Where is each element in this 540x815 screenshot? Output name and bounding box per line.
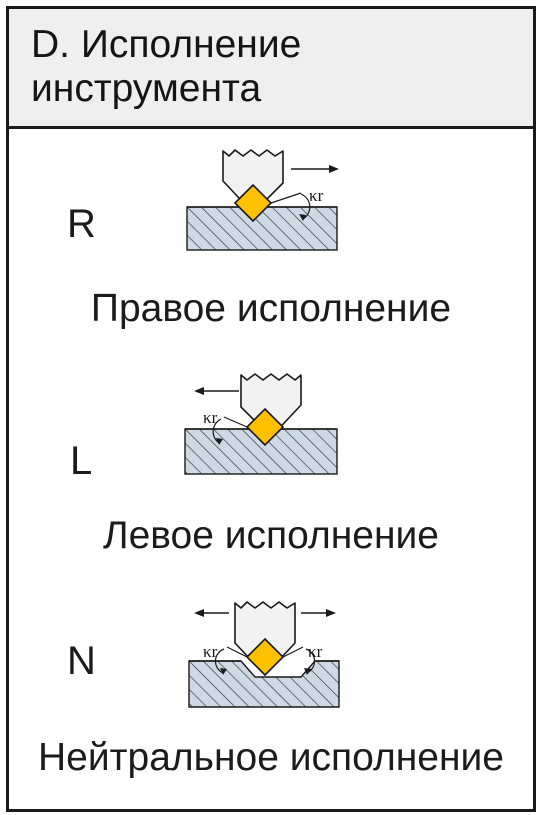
variant-caption-n: Нейтральное исполнение [38, 736, 504, 779]
angle-label-l: κr [203, 408, 218, 427]
feed-arrow-right-icon [291, 165, 339, 173]
feed-arrow-right-icon [301, 609, 336, 617]
neutral-tool-diagram: κr κr [188, 601, 340, 708]
angle-label-n-left: κr [203, 642, 218, 661]
variant-code-n: N [67, 639, 96, 683]
panel-title: D. Исполнение инструмента [31, 23, 302, 110]
variant-code-l: L [70, 439, 93, 483]
variant-caption-l: Левое исполнение [102, 514, 439, 557]
panel-header: D. Исполнение инструмента [9, 9, 533, 129]
right-hand-tool-diagram: κr [186, 149, 339, 251]
feed-arrow-left-icon [194, 387, 239, 395]
left-hand-tool-diagram: κr [184, 373, 338, 475]
insert-diamond [245, 637, 285, 677]
insert-diamond [245, 407, 285, 447]
variant-caption-r: Правое исполнение [90, 287, 452, 330]
angle-label-r: κr [309, 186, 324, 205]
workpiece [186, 206, 338, 251]
angle-label-n-right: κr [308, 642, 323, 661]
feed-arrow-left-icon [194, 609, 229, 617]
insert-diamond [233, 183, 273, 223]
tool-design-panel: D. Исполнение инструмента R κr Право [6, 6, 536, 812]
variant-code-r: R [67, 202, 96, 246]
